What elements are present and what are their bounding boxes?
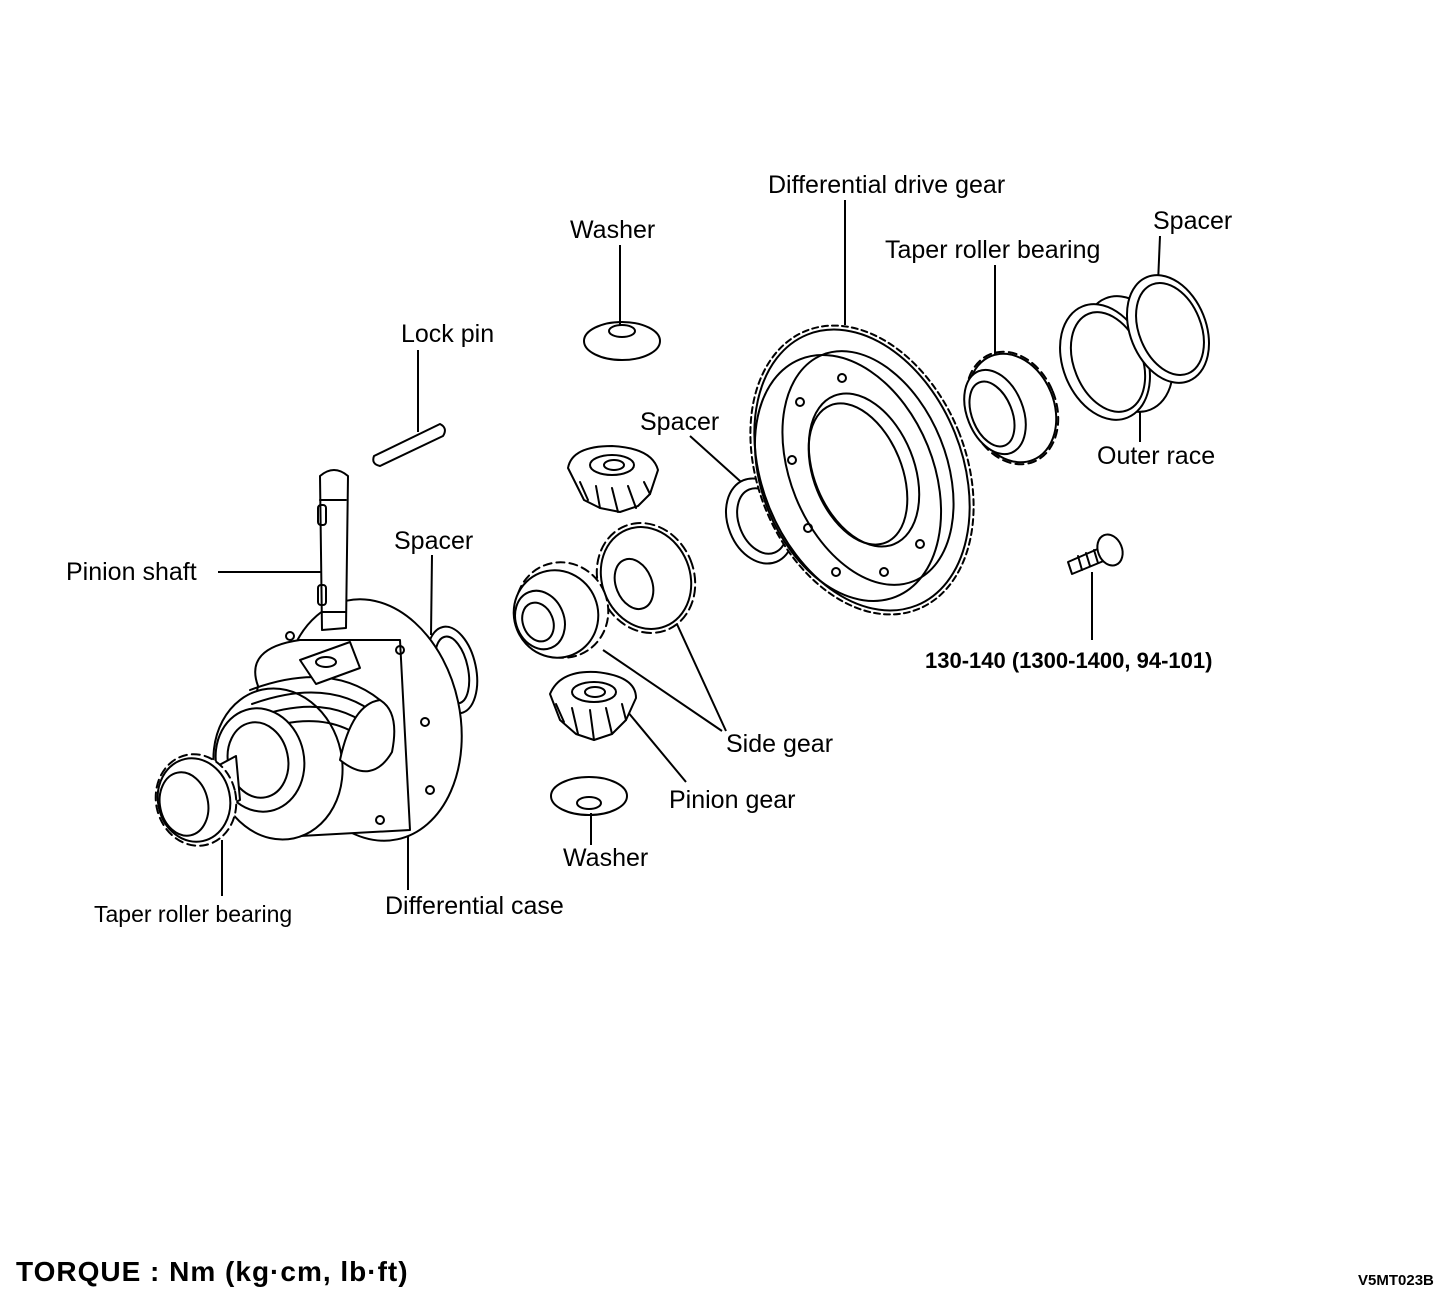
- side-gear-front-part: [512, 561, 610, 659]
- figure-code: V5MT023B: [1358, 1272, 1434, 1289]
- lock-pin-part: [372, 423, 446, 467]
- label-differential-case: Differential case: [385, 892, 564, 920]
- label-taper-roller-bearing-left: Taper roller bearing: [94, 901, 293, 927]
- washer-bottom-part: [550, 776, 628, 816]
- label-outer-race: Outer race: [1097, 442, 1216, 470]
- label-washer-bottom: Washer: [563, 844, 649, 872]
- label-spacer-right: Spacer: [1153, 207, 1233, 235]
- pinion-gear-upper-part: [567, 445, 659, 513]
- taper-roller-bearing-right-part: [963, 350, 1060, 466]
- leader-spacer-left: [430, 554, 433, 636]
- washer-top-part: [583, 321, 661, 361]
- leader-side-gear-a: [602, 649, 723, 732]
- leader-side-gear-b: [675, 621, 727, 732]
- bolt-part: [1067, 533, 1124, 575]
- leader-pinion-gear: [626, 710, 687, 783]
- label-side-gear: Side gear: [726, 730, 834, 758]
- label-spacer-left: Spacer: [394, 527, 474, 555]
- label-lock-pin: Lock pin: [401, 320, 495, 348]
- taper-roller-bearing-left-part: [154, 753, 241, 847]
- differential-case-part: [212, 598, 463, 842]
- pinion-shaft-part: [317, 469, 349, 631]
- spacer-right-part: [1125, 274, 1211, 384]
- label-pinion-shaft: Pinion shaft: [66, 558, 197, 586]
- label-torque-spec: 130-140 (1300-1400, 94-101): [925, 648, 1213, 673]
- label-pinion-gear: Pinion gear: [669, 786, 796, 814]
- label-taper-roller-bearing-right: Taper roller bearing: [885, 236, 1101, 264]
- label-washer-top: Washer: [570, 216, 656, 244]
- differential-drive-gear-part: [749, 324, 975, 616]
- pinion-gear-lower-part: [549, 670, 637, 741]
- torque-units-note: TORQUE : Nm (kg·cm, lb·ft): [16, 1256, 409, 1287]
- side-gear-rear-part: [595, 522, 697, 634]
- outer-race-part: [1059, 295, 1174, 421]
- label-differential-drive-gear: Differential drive gear: [768, 171, 1006, 199]
- label-spacer-middle: Spacer: [640, 408, 720, 436]
